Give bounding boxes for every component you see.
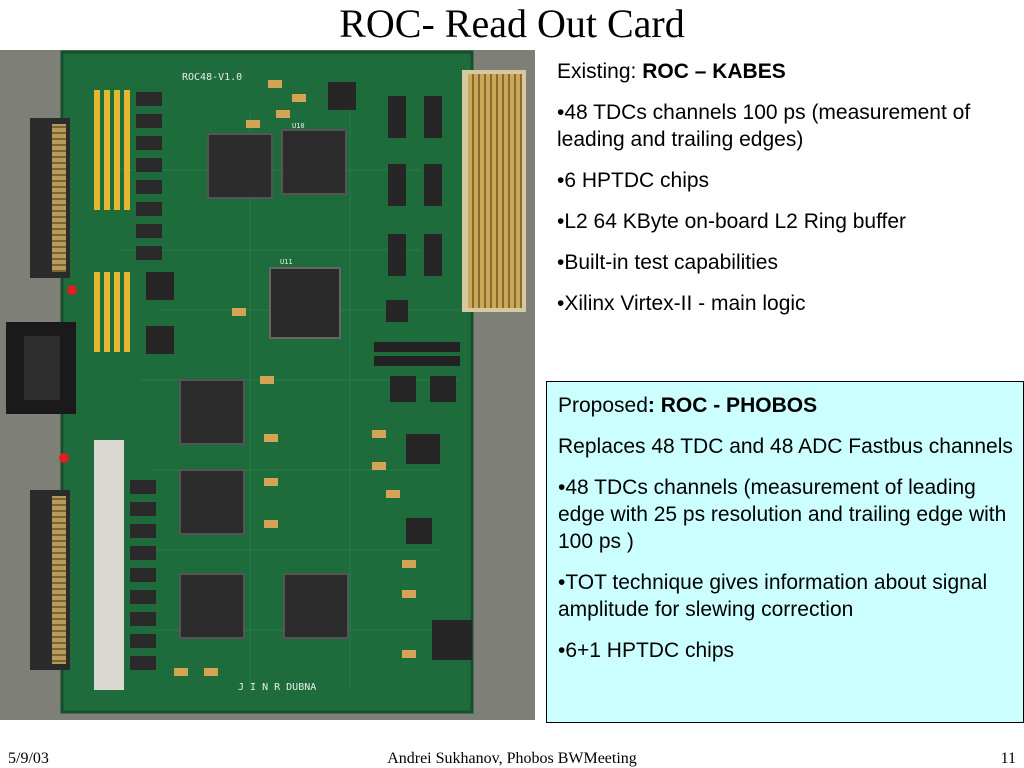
chip-label-u10: U10 (292, 122, 305, 130)
hptdc-chip-2 (281, 129, 347, 195)
existing-name: ROC – KABES (642, 60, 786, 83)
hptdc-chip-3 (179, 379, 245, 445)
chip-label-u11: U11 (280, 258, 293, 266)
silkscreen-top: ROC48-V1.0 (182, 72, 242, 83)
footer-page-number: 11 (1000, 750, 1016, 767)
proposed-intro: Replaces 48 TDC and 48 ADC Fastbus chann… (558, 435, 1013, 458)
footer-author: Andrei Sukhanov, Phobos BWMeeting (387, 750, 637, 767)
hptdc-chip-6 (283, 573, 349, 639)
proposed-bullet-1: •48 TDCs channels (measurement of leadin… (558, 476, 1007, 553)
pcb-illustration: ROC48-V1.0 J I N R DUBNA U11 U10 (6, 50, 526, 714)
hptdc-chip-4 (179, 469, 245, 535)
existing-section: Existing: ROC – KABES •48 TDCs channels … (557, 58, 1017, 331)
existing-bullet-1: •48 TDCs channels 100 ps (measurement of… (557, 101, 971, 151)
existing-bullet-2: •6 HPTDC chips (557, 169, 710, 192)
proposed-box: Proposed: ROC - PHOBOS Replaces 48 TDC a… (546, 381, 1024, 723)
existing-bullet-5: •Xilinx Virtex-II - main logic (557, 292, 806, 315)
proposed-bullet-3: •6+1 HPTDC chips (558, 639, 734, 662)
proposed-heading: Proposed: ROC - PHOBOS (558, 392, 1015, 419)
existing-bullet-4: •Built-in test capabilities (557, 251, 778, 274)
existing-bullet-3: •L2 64 KByte on-board L2 Ring buffer (557, 210, 907, 233)
existing-heading: Existing: ROC – KABES (557, 58, 1017, 85)
proposed-prefix: Proposed (558, 394, 648, 417)
footer-date: 5/9/03 (8, 750, 49, 767)
board-photo: ROC48-V1.0 J I N R DUBNA U11 U10 (0, 50, 535, 720)
proposed-name: : ROC - PHOBOS (647, 394, 818, 417)
proposed-bullet-2: •TOT technique gives information about s… (558, 571, 988, 621)
silkscreen-bottom: J I N R DUBNA (238, 682, 316, 693)
xilinx-fpga (269, 267, 341, 339)
hptdc-chip-1 (207, 133, 273, 199)
hptdc-chip-5 (179, 573, 245, 639)
existing-prefix: Existing: (557, 60, 643, 83)
slide-title: ROC- Read Out Card (339, 1, 685, 46)
